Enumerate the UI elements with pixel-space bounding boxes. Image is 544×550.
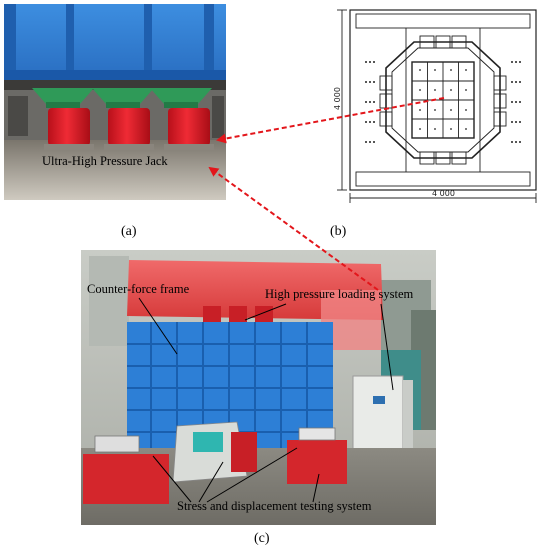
arrow-drawing-to-jack [216,97,445,144]
dimension-horizontal: 4 000 [432,189,455,198]
testing-system-annotation: Stress and displacement testing system [177,499,372,513]
panel-c-label: (c) [254,531,270,546]
arrow-lab-to-jack [208,166,379,291]
jack-cylinder-right [168,108,210,146]
jack-annotation: Ultra-High Pressure Jack [42,154,168,168]
jack-cylinder-middle [108,108,150,146]
counter-force-frame-annotation: Counter-force frame [87,282,190,296]
jacks-photo-illustration [4,4,226,200]
panel-a-label: (a) [121,224,137,239]
photo-jacks: Ultra-High Pressure Jack [4,4,226,200]
lab-photo-illustration [81,250,436,525]
panel-b-label: (b) [330,224,347,239]
plan-view-drawing [337,9,537,203]
red-loading-beam [127,260,383,320]
photo-lab: Counter-force frame High pressure loadin… [81,250,436,525]
jack-cylinder-left [48,108,90,146]
drawing-plan: 4 000 4 000 [330,2,542,208]
leader-lines [138,297,394,503]
loading-system-annotation: High pressure loading system [265,287,414,301]
